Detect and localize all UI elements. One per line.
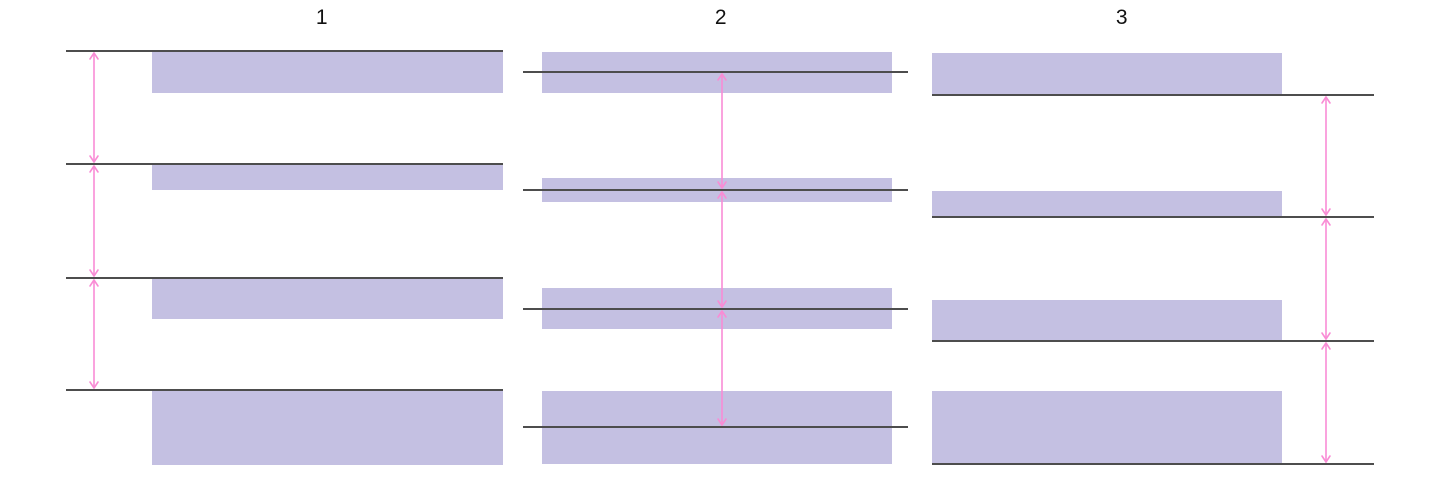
spacing-line [66, 389, 503, 391]
spacing-arrow [1321, 342, 1331, 463]
spacing-arrow [1321, 218, 1331, 340]
column-1-label: 1 [315, 6, 329, 29]
arrowhead-down-icon [1321, 332, 1331, 340]
arrowhead-up-icon [89, 279, 99, 287]
arrowhead-up-icon [717, 191, 727, 199]
spacing-arrow [89, 279, 99, 389]
text-block [932, 391, 1282, 463]
arrowhead-down-icon [89, 155, 99, 163]
arrowhead-down-icon [89, 269, 99, 277]
arrowhead-up-icon [1321, 218, 1331, 226]
arrowhead-down-icon [717, 181, 727, 189]
text-block [152, 165, 503, 190]
spacing-arrow [717, 73, 727, 189]
arrowhead-down-icon [1321, 208, 1331, 216]
spacing-arrow [1321, 96, 1331, 216]
spacing-line [932, 94, 1374, 96]
text-block [932, 300, 1282, 340]
arrowhead-up-icon [717, 73, 727, 81]
spacing-arrow [717, 191, 727, 308]
text-block [152, 52, 503, 93]
column-3-label: 3 [1115, 6, 1129, 29]
spacing-arrow [89, 52, 99, 163]
text-block [152, 391, 503, 465]
arrowhead-up-icon [89, 165, 99, 173]
spacing-line [66, 50, 503, 52]
spacing-line [932, 216, 1374, 218]
spacing-line [932, 340, 1374, 342]
spacing-line [523, 308, 908, 310]
column-2-label: 2 [714, 6, 728, 29]
text-block [152, 279, 503, 319]
spacing-arrow [717, 310, 727, 426]
arrowhead-up-icon [89, 52, 99, 60]
arrowhead-up-icon [717, 310, 727, 318]
spacing-line [66, 277, 503, 279]
arrowhead-down-icon [717, 300, 727, 308]
spacing-line [523, 189, 908, 191]
arrowhead-down-icon [1321, 455, 1331, 463]
arrowhead-up-icon [1321, 342, 1331, 350]
arrowhead-down-icon [717, 418, 727, 426]
arrowhead-up-icon [1321, 96, 1331, 104]
spacing-line [932, 463, 1374, 465]
spacing-arrow [89, 165, 99, 277]
spacing-line [523, 426, 908, 428]
text-block [932, 53, 1282, 94]
arrowhead-down-icon [89, 381, 99, 389]
text-block [932, 191, 1282, 216]
spacing-line [66, 163, 503, 165]
spacing-line [523, 71, 908, 73]
